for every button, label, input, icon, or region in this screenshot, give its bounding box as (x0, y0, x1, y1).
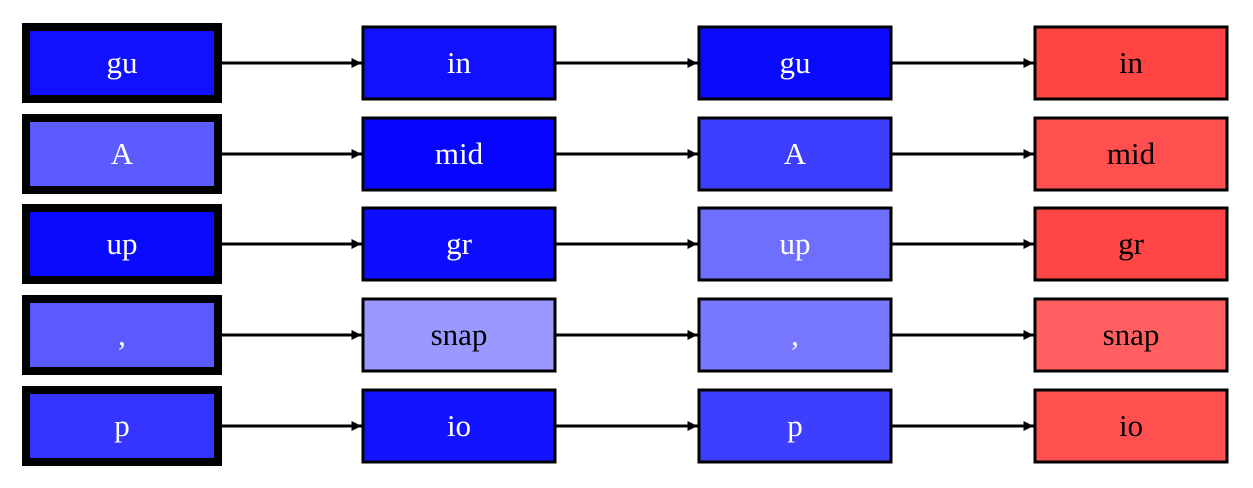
diagram-node: mid (361, 116, 557, 192)
diagram-node: gr (361, 206, 557, 282)
node-label: gr (1118, 226, 1145, 261)
node-label: gu (107, 45, 138, 80)
diagram-node: A (22, 114, 222, 194)
diagram-node: up (697, 206, 893, 282)
node-box (697, 206, 893, 282)
diagram-node: gr (1033, 206, 1229, 282)
node-box (22, 204, 222, 284)
node-box (361, 25, 557, 101)
diagram-row: p io p io (22, 386, 1229, 466)
node-box (697, 116, 893, 192)
node-box (361, 388, 557, 464)
node-label: io (447, 408, 471, 443)
diagram-node: , (22, 295, 222, 375)
node-box (22, 386, 222, 466)
node-label: , (118, 317, 126, 352)
node-label: p (114, 408, 130, 443)
diagram-node: up (22, 204, 222, 284)
node-label: A (784, 136, 807, 171)
node-label: gr (446, 226, 473, 261)
node-box (1033, 116, 1229, 192)
diagram-node: gu (22, 23, 222, 103)
node-label: snap (431, 317, 488, 352)
node-box (1033, 206, 1229, 282)
node-label: in (1119, 45, 1144, 80)
diagram-node: p (22, 386, 222, 466)
node-label: mid (435, 136, 484, 171)
node-box (22, 114, 222, 194)
node-label: gu (780, 45, 811, 80)
diagram-node: snap (361, 297, 557, 373)
diagram-node: , (697, 297, 893, 373)
diagram-node: snap (1033, 297, 1229, 373)
node-label: p (787, 408, 803, 443)
diagram-row: up gr up gr (22, 204, 1229, 284)
node-box (22, 295, 222, 375)
diagram-node: io (361, 388, 557, 464)
diagram-node: mid (1033, 116, 1229, 192)
diagram-node: A (697, 116, 893, 192)
node-box (361, 206, 557, 282)
diagram-node: in (1033, 25, 1229, 101)
node-label: , (791, 317, 799, 352)
node-label: in (447, 45, 472, 80)
node-label: A (111, 136, 134, 171)
node-box (697, 297, 893, 373)
diagram-node: in (361, 25, 557, 101)
diagram-node: p (697, 388, 893, 464)
node-box (1033, 297, 1229, 373)
node-box (22, 23, 222, 103)
node-label: mid (1107, 136, 1156, 171)
node-label: snap (1103, 317, 1160, 352)
diagram-node: io (1033, 388, 1229, 464)
node-box (697, 388, 893, 464)
node-label: io (1119, 408, 1143, 443)
diagram-row: gu in gu in (22, 23, 1229, 103)
diagram-node: gu (697, 25, 893, 101)
node-box (361, 116, 557, 192)
node-label: up (107, 226, 138, 261)
node-box (697, 25, 893, 101)
node-box (1033, 388, 1229, 464)
node-box (1033, 25, 1229, 101)
node-box (361, 297, 557, 373)
node-label: up (780, 226, 811, 261)
diagram-row: , snap, snap (22, 295, 1229, 375)
